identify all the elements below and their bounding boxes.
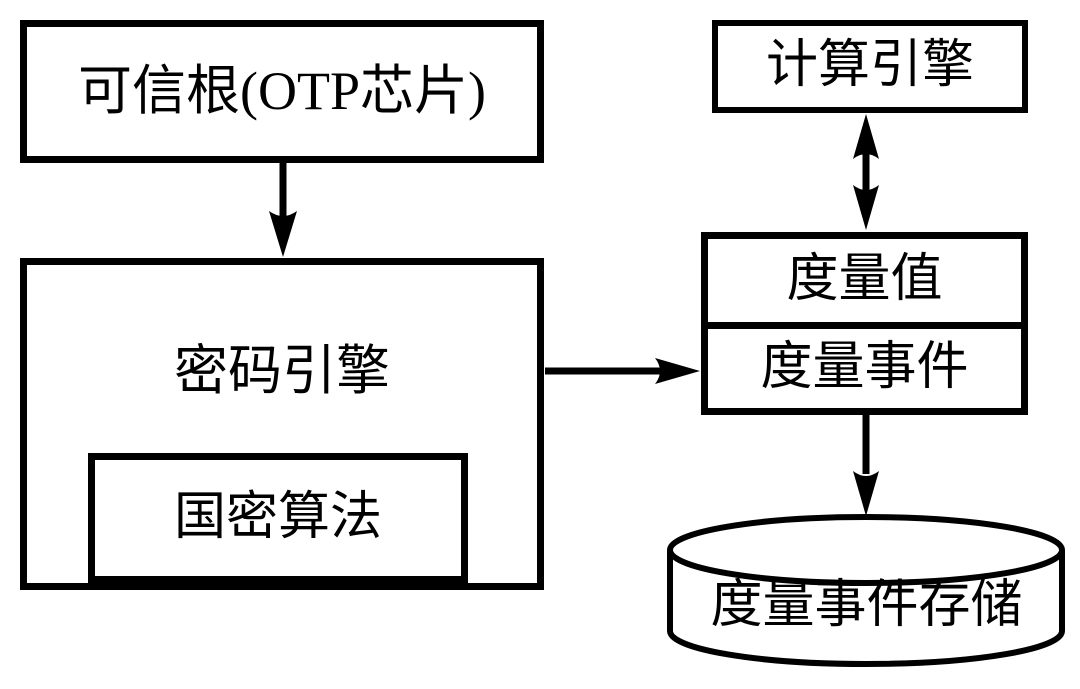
arrow-measurement-event-to-storage xyxy=(853,413,879,516)
node-compute-engine: 计算引擎 xyxy=(712,20,1028,113)
node-measurement-event-storage-label: 度量事件存储 xyxy=(710,576,1023,634)
node-measurement-event-storage: 度量事件存储 xyxy=(670,576,1063,634)
node-crypto-engine: 密码引擎 国密算法 xyxy=(20,258,544,590)
database-cylinder-shape xyxy=(667,514,1065,667)
arrow-crypto-engine-to-measurement-event xyxy=(545,358,700,384)
node-gm-algorithm: 国密算法 xyxy=(88,453,468,583)
node-measurement-event-label: 度量事件 xyxy=(760,339,969,397)
node-trusted-root: 可信根(OTP芯片) xyxy=(20,20,544,163)
node-measurement-value-label: 度量值 xyxy=(786,251,943,309)
node-measurement-event: 度量事件 xyxy=(708,329,1021,408)
arrow-compute-engine-measurement-bidirectional xyxy=(853,114,879,230)
node-compute-engine-label: 计算引擎 xyxy=(765,37,974,95)
node-measurement-stack: 度量值 度量事件 xyxy=(701,232,1028,415)
node-trusted-root-label: 可信根(OTP芯片) xyxy=(78,61,486,122)
arrow-trusted-root-to-crypto-engine xyxy=(269,160,297,257)
node-crypto-engine-label: 密码引擎 xyxy=(174,341,390,401)
node-gm-algorithm-label: 国密算法 xyxy=(173,488,382,546)
node-measurement-value: 度量值 xyxy=(708,239,1021,329)
